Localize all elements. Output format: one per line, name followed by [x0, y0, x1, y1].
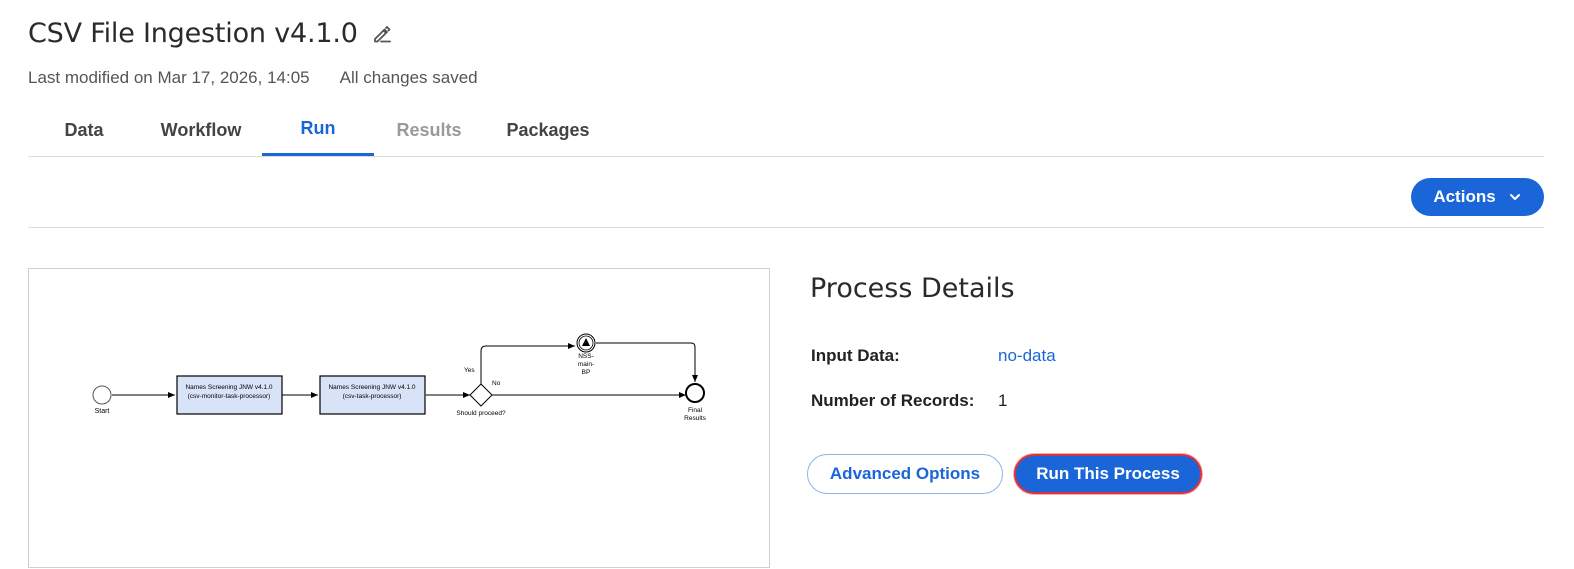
tab-packages[interactable]: Packages — [506, 119, 590, 140]
yes-label: Yes — [464, 367, 475, 374]
start-label: Start — [95, 408, 110, 415]
edge-sub-end — [596, 342, 698, 382]
pencil-icon[interactable] — [370, 22, 394, 46]
end-event — [685, 383, 705, 403]
input-data-link[interactable]: no-data — [998, 346, 1056, 365]
task1-label-line1: Names Screening JNW v4.1.0 — [185, 384, 272, 391]
edge-gateway-yes — [480, 343, 575, 385]
records-row: Number of Records: 1 — [811, 391, 1007, 411]
tab-data[interactable]: Data — [64, 119, 104, 140]
gateway-diamond — [469, 383, 493, 407]
end-label-line1: Final — [688, 407, 703, 414]
task-csv-monitor[interactable] — [176, 375, 283, 415]
page-title: CSV File Ingestion v4.1.0 — [28, 18, 358, 49]
input-data-label: Input Data: — [811, 346, 900, 365]
triangle-icon — [582, 338, 590, 346]
end-label-line2: Results — [684, 415, 706, 422]
actions-button[interactable]: Actions — [1411, 178, 1544, 216]
run-process-button[interactable]: Run This Process — [1014, 454, 1202, 494]
subprocess-label-line2: main- — [578, 361, 594, 368]
advanced-options-button[interactable]: Advanced Options — [807, 454, 1003, 494]
task2-label-line1: Names Screening JNW v4.1.0 — [328, 384, 415, 391]
task2-label-line2: (csv-task-processor) — [343, 393, 402, 400]
chevron-down-icon — [1509, 194, 1520, 200]
actions-label: Actions — [1433, 187, 1496, 206]
input-data-row: Input Data: no-data — [811, 346, 1056, 366]
subprocess-label-line1: NSS- — [578, 353, 594, 360]
subprocess-event-inner — [578, 335, 594, 351]
workflow-diagram: Start Names Screening JNW v4.1.0 (csv-mo… — [28, 268, 770, 568]
task-csv-task[interactable] — [319, 375, 426, 415]
tab-bar: Data Workflow Run Results Packages — [28, 104, 1544, 157]
tab-workflow[interactable]: Workflow — [160, 119, 242, 140]
start-event — [92, 385, 112, 405]
records-label: Number of Records: — [811, 391, 975, 410]
meta-info: Last modified on Mar 17, 2026, 14:05 All… — [28, 68, 478, 88]
header: CSV File Ingestion v4.1.0 — [28, 18, 394, 49]
last-modified-text: Last modified on Mar 17, 2026, 14:05 — [28, 68, 310, 87]
gateway-label: Should proceed? — [456, 410, 506, 417]
save-status-text: All changes saved — [339, 68, 478, 87]
no-label: No — [492, 380, 501, 387]
tab-run[interactable]: Run — [262, 104, 374, 156]
records-value: 1 — [998, 391, 1008, 410]
subprocess-label-line3: BP — [582, 369, 591, 376]
process-details-heading: Process Details — [810, 273, 1015, 304]
tab-results: Results — [396, 119, 462, 140]
task1-label-line2: (csv-monitor-task-processor) — [188, 393, 271, 400]
actions-bar: Actions — [28, 157, 1544, 228]
